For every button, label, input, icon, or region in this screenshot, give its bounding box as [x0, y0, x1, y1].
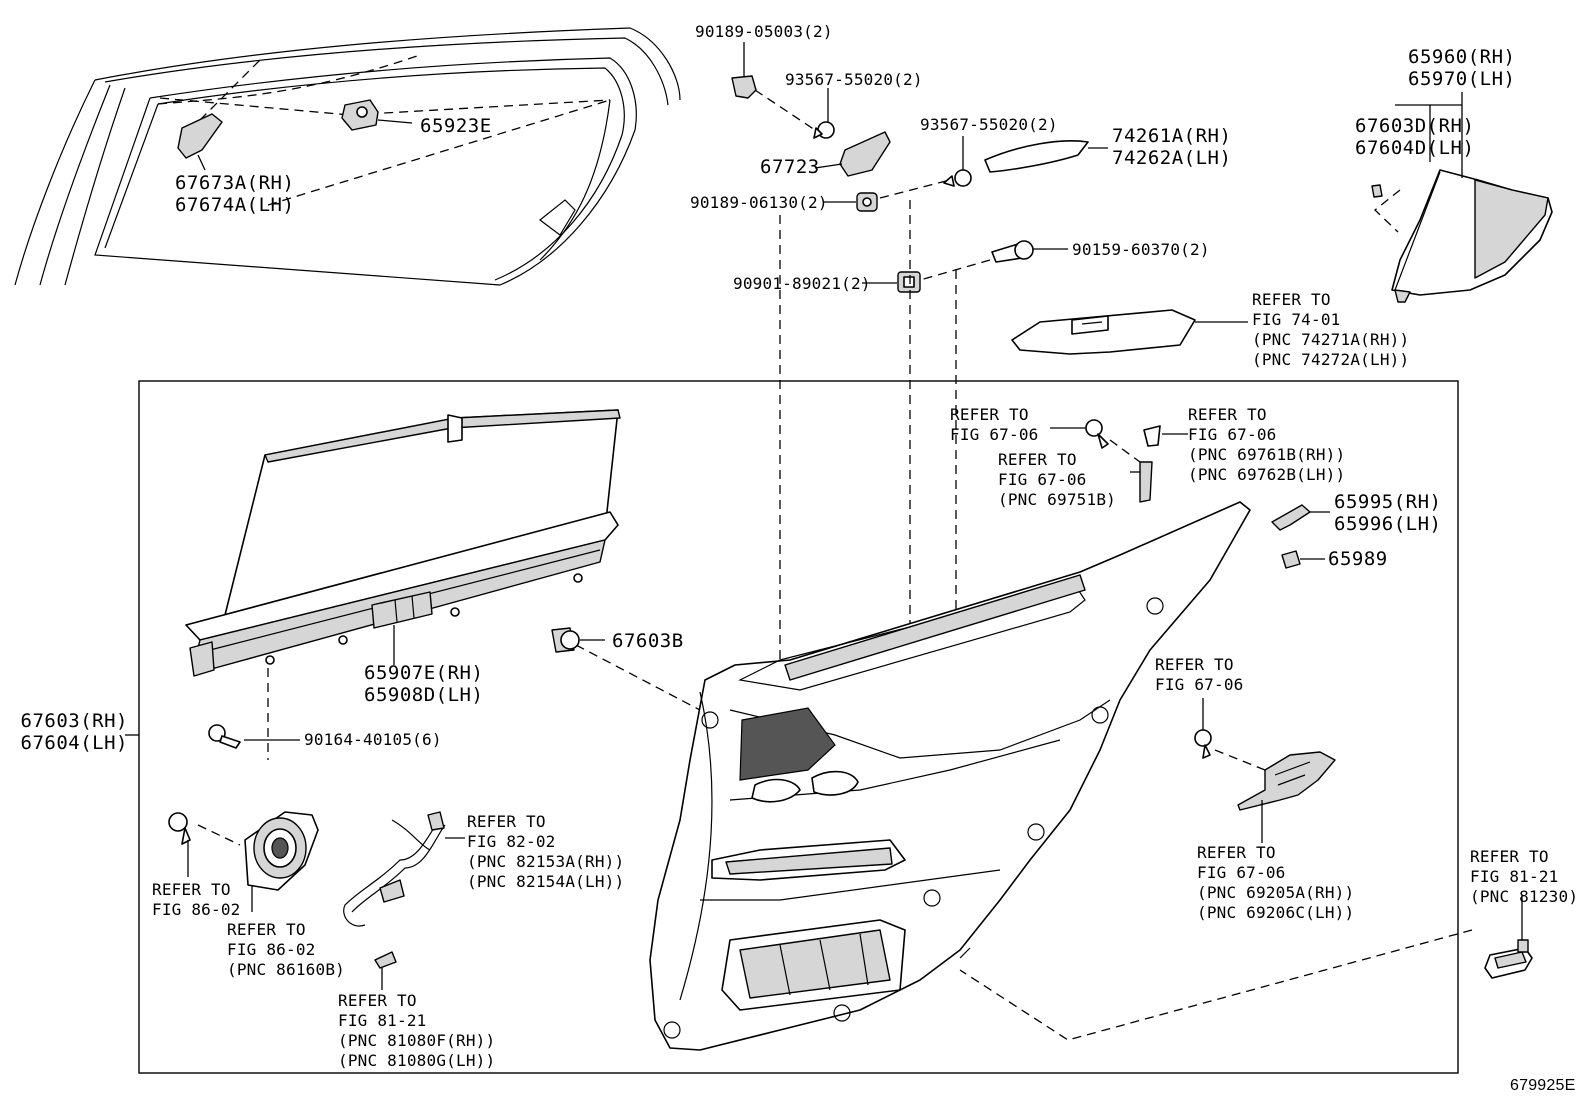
clip-67603d-part — [1371, 184, 1383, 198]
clip-90189-05003-part — [731, 42, 757, 99]
callout-ref-fig-74-01: REFER TO FIG 74-01 (PNC 74271A(RH)) (PNC… — [1252, 290, 1410, 369]
cover-67723-part — [814, 131, 891, 177]
callout-ref-fig-81-21-a: REFER TO FIG 81-21 (PNC 81230) — [1470, 847, 1579, 906]
callout-65907e: 65907E(RH) 65908D(LH) — [364, 662, 484, 706]
clip-69761b-part — [1143, 425, 1188, 447]
assembly-frame — [138, 380, 1459, 1074]
switch-81230-part — [1484, 895, 1533, 979]
callout-ref-fig-67-06-a: REFER TO FIG 67-06 — [950, 405, 1039, 444]
callout-65989: 65989 — [1328, 548, 1388, 570]
screw-93567-a-part — [813, 88, 835, 139]
callout-93567-55020-b: 93567-55020(2) — [920, 115, 1058, 134]
clip-69751b-part — [1130, 461, 1153, 503]
callout-ref-fig-81-21-b: REFER TO FIG 81-21 (PNC 81080F(RH)) (PNC… — [338, 991, 496, 1070]
screw-90164-part — [208, 724, 300, 749]
callout-90164-40105: 90164-40105(6) — [304, 730, 442, 749]
callout-74261a: 74261A(RH) 74262A(LH) — [1112, 125, 1232, 169]
callout-67603: 67603(RH) 67604(LH) — [20, 710, 128, 754]
callout-ref-fig-67-06-e: REFER TO FIG 67-06 (PNC 69205A(RH)) (PNC… — [1197, 843, 1355, 922]
door-trim-panel — [649, 501, 1251, 1051]
switch-base-part — [1011, 309, 1248, 355]
callout-90189-05003: 90189-05003(2) — [695, 22, 833, 41]
callout-65995: 65995(RH) 65996(LH) — [1334, 491, 1442, 535]
bracket-65995-part — [1271, 504, 1330, 531]
retainer-90901-part — [862, 271, 921, 293]
callout-ref-fig-67-06-b: REFER TO FIG 67-06 (PNC 69751B) — [998, 450, 1116, 509]
callout-65960: 65960(RH) 65970(LH) — [1408, 46, 1516, 90]
screw-93567-b-part — [943, 136, 972, 187]
bolt-ref-67-06-a-part — [1050, 419, 1109, 449]
callout-67673a: 67673A(RH) 67674A(LH) — [175, 172, 295, 216]
callout-67723: 67723 — [760, 156, 820, 178]
wire-harness-part — [343, 811, 465, 927]
screw-speaker-part — [168, 812, 191, 877]
switch-leader-dashed — [959, 929, 1473, 1041]
car-body-outline — [14, 27, 681, 286]
screw-90159-part — [991, 240, 1068, 263]
side-panel-65960-part — [1391, 92, 1553, 303]
callout-90159-60370: 90159-60370(2) — [1072, 240, 1210, 259]
clip-67603b-part — [551, 627, 605, 653]
clip-65923e-part — [341, 99, 413, 131]
callout-93567-55020-a: 93567-55020(2) — [785, 70, 923, 89]
bracket-65989-part — [1281, 550, 1325, 569]
garnish-74261a-part — [984, 140, 1108, 173]
sunshade-65907e-part — [185, 409, 621, 677]
assist-grip-part — [177, 113, 223, 171]
callout-90901-89021: 90901-89021(2) — [733, 274, 871, 293]
callout-67603b: 67603B — [612, 630, 684, 652]
clip-leader-67603b — [575, 644, 701, 711]
callout-ref-fig-67-06-d: REFER TO FIG 67-06 — [1155, 655, 1244, 694]
handle-69205a-part — [1237, 751, 1336, 843]
diagram-id: 679925E — [1510, 1077, 1576, 1094]
bolt-ref-67-06-d-part — [1194, 698, 1212, 759]
callout-65923e: 65923E — [420, 115, 492, 137]
connector-81080f-part — [374, 951, 397, 990]
callout-67603d: 67603D(RH) 67604D(LH) — [1355, 115, 1475, 159]
callout-ref-fig-82-02: REFER TO FIG 82-02 (PNC 82153A(RH)) (PNC… — [467, 812, 625, 891]
callout-ref-fig-67-06-c: REFER TO FIG 67-06 (PNC 69761B(RH)) (PNC… — [1188, 405, 1346, 484]
callout-90189-06130: 90189-06130(2) — [690, 193, 828, 212]
speaker-part — [244, 811, 319, 891]
callout-ref-fig-86-02-a: REFER TO FIG 86-02 — [152, 880, 241, 919]
nut-90189-06130-part — [823, 192, 878, 212]
callout-ref-fig-86-02-b: REFER TO FIG 86-02 (PNC 86160B) — [227, 920, 345, 979]
